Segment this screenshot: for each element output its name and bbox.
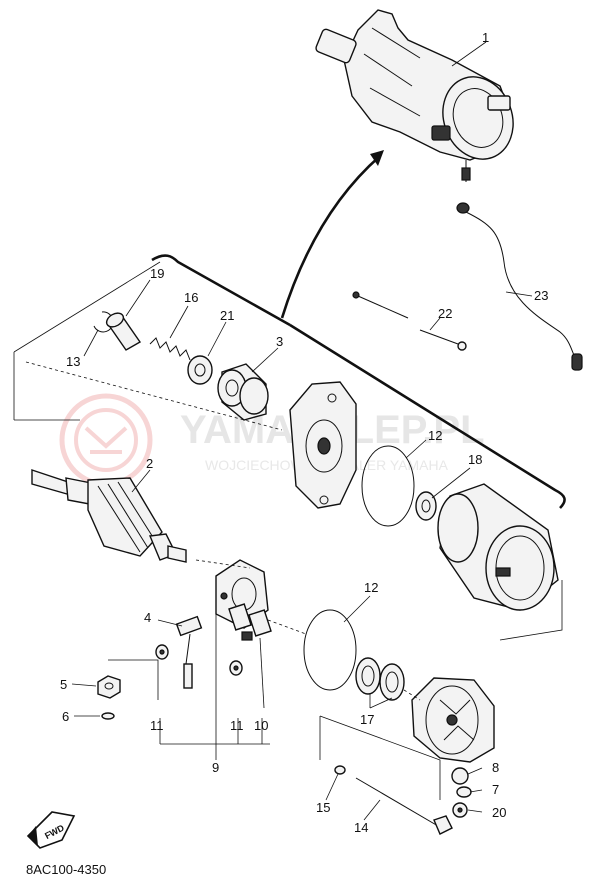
watermark: YAMASKLEP.PL WOJCIECHOWSKI DEALER YAMAHA — [59, 393, 485, 487]
callout-19: 19 — [150, 266, 164, 281]
callout-17: 17 — [360, 712, 374, 727]
callout-18: 18 — [468, 452, 482, 467]
washer-part-18 — [415, 491, 437, 521]
nut-part-8 — [451, 767, 469, 785]
catalog-code: 8AC100-4350 — [26, 862, 106, 877]
collar-part-19 — [105, 312, 142, 351]
brush-part-4 — [175, 615, 203, 689]
callout-13: 13 — [66, 354, 80, 369]
washer-part-7 — [456, 786, 472, 798]
callout-leaders — [71, 41, 533, 821]
brush-holder-part-10 — [228, 603, 272, 641]
callout-20: 20 — [492, 805, 506, 820]
callout-12-lower: 12 — [364, 580, 378, 595]
assembly-guide-lines — [25, 361, 441, 800]
callout-8: 8 — [492, 760, 499, 775]
callout-14: 14 — [354, 820, 368, 835]
fwd-direction-arrow: FWD — [26, 811, 76, 849]
o-ring-part-15 — [334, 765, 346, 775]
spring-part-16 — [149, 337, 191, 361]
front-cover-plate — [289, 381, 357, 509]
starter-motor-assembly — [315, 9, 514, 182]
callout-9: 9 — [212, 760, 219, 775]
callout-6: 6 — [62, 709, 69, 724]
shims-part-17 — [355, 657, 405, 701]
callout-15: 15 — [316, 800, 330, 815]
lead-wire-part-23 — [456, 202, 583, 371]
nut-part-11-right — [229, 660, 243, 676]
callout-3: 3 — [276, 334, 283, 349]
rear-cover — [411, 677, 495, 763]
nut-part-5 — [97, 675, 121, 699]
through-bolt-part-14 — [355, 777, 453, 835]
starter-yoke-housing — [437, 483, 559, 611]
callout-12-upper: 12 — [428, 428, 442, 443]
callout-22: 22 — [438, 306, 452, 321]
callout-10: 10 — [254, 718, 268, 733]
nut-part-11-left — [155, 644, 169, 660]
callout-labels: 1 2 3 4 5 6 7 8 9 10 11 11 12 12 13 14 1… — [60, 30, 548, 835]
callout-4: 4 — [144, 610, 151, 625]
callout-21: 21 — [220, 308, 234, 323]
callout-11-left: 11 — [150, 718, 164, 733]
callout-5: 5 — [60, 677, 67, 692]
watermark-logo — [59, 393, 153, 487]
assembly-arrow — [280, 150, 384, 319]
lead-wires-part-22 — [352, 291, 467, 351]
callout-16: 16 — [184, 290, 198, 305]
washer-part-6 — [101, 712, 115, 720]
callout-2: 2 — [146, 456, 153, 471]
armature-part-2 — [31, 469, 187, 563]
washer-part-21 — [187, 355, 213, 385]
callout-1: 1 — [482, 30, 489, 45]
callout-11-right: 11 — [230, 718, 244, 733]
o-ring-part-12-lower — [303, 609, 357, 691]
exploded-group-bracket — [13, 254, 566, 641]
callout-23: 23 — [534, 288, 548, 303]
nut-part-20 — [452, 802, 468, 818]
callout-7: 7 — [492, 782, 499, 797]
o-ring-part-12-upper — [361, 445, 415, 527]
pinion-clutch-part-3 — [217, 363, 269, 421]
